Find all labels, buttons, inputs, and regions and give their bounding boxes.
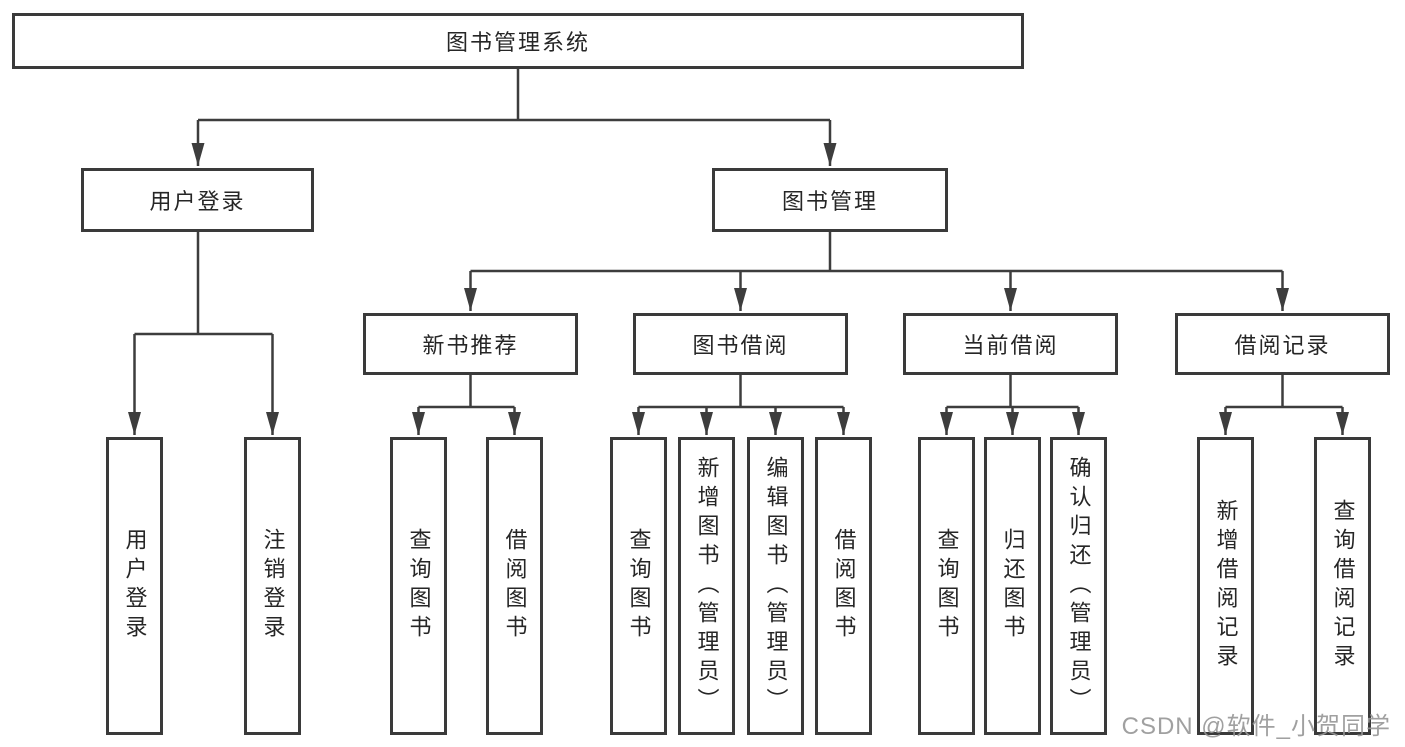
node-leaf-user-login-label: 用户登录 (122, 528, 148, 644)
node-leaf-nb-borrow-books: 借阅图书 (486, 437, 543, 735)
node-current-borrow: 当前借阅 (903, 313, 1118, 375)
node-new-books: 新书推荐 (363, 313, 578, 375)
node-leaf-cb-confirm-return-admin-label: 确认归还（管理员） (1066, 455, 1092, 717)
node-leaf-br-query-record-label: 查询借阅记录 (1330, 499, 1356, 673)
node-leaf-bb-query-books-label: 查询图书 (626, 528, 652, 644)
node-leaf-user-login: 用户登录 (106, 437, 163, 735)
node-leaf-cb-return-books: 归还图书 (984, 437, 1041, 735)
node-book-mgmt-label: 图书管理 (781, 189, 878, 214)
node-leaf-logout: 注销登录 (244, 437, 301, 735)
node-leaf-bb-edit-books-admin-label: 编辑图书（管理员） (763, 455, 789, 717)
node-leaf-bb-borrow-books: 借阅图书 (815, 437, 872, 735)
node-leaf-bb-borrow-books-label: 借阅图书 (831, 528, 857, 644)
node-borrow-records: 借阅记录 (1175, 313, 1390, 375)
node-root: 图书管理系统 (12, 13, 1024, 69)
node-leaf-cb-query-books-label: 查询图书 (934, 528, 960, 644)
node-leaf-cb-confirm-return-admin: 确认归还（管理员） (1050, 437, 1107, 735)
node-root-label: 图书管理系统 (445, 30, 590, 55)
node-leaf-logout-label: 注销登录 (260, 528, 286, 644)
csdn-watermark: CSDN @软件_小贺同学 (1121, 713, 1391, 740)
node-leaf-nb-query-books: 查询图书 (390, 437, 447, 735)
node-book-mgmt: 图书管理 (712, 168, 948, 232)
node-leaf-bb-edit-books-admin: 编辑图书（管理员） (747, 437, 804, 735)
node-leaf-nb-borrow-books-label: 借阅图书 (502, 528, 528, 644)
node-new-books-label: 新书推荐 (422, 333, 519, 358)
node-leaf-bb-query-books: 查询图书 (610, 437, 667, 735)
node-book-borrow: 图书借阅 (633, 313, 848, 375)
node-book-borrow-label: 图书借阅 (692, 333, 789, 358)
node-leaf-nb-query-books-label: 查询图书 (406, 528, 432, 644)
node-leaf-bb-add-books-admin-label: 新增图书（管理员） (694, 455, 720, 717)
node-leaf-cb-query-books: 查询图书 (918, 437, 975, 735)
node-leaf-bb-add-books-admin: 新增图书（管理员） (678, 437, 735, 735)
node-leaf-br-query-record: 查询借阅记录 (1314, 437, 1371, 735)
node-user-login-label: 用户登录 (149, 189, 246, 214)
node-leaf-cb-return-books-label: 归还图书 (1000, 528, 1026, 644)
node-current-borrow-label: 当前借阅 (962, 333, 1059, 358)
node-leaf-br-add-record: 新增借阅记录 (1197, 437, 1254, 735)
node-leaf-br-add-record-label: 新增借阅记录 (1213, 499, 1239, 673)
node-user-login: 用户登录 (81, 168, 314, 232)
node-borrow-records-label: 借阅记录 (1234, 333, 1331, 358)
